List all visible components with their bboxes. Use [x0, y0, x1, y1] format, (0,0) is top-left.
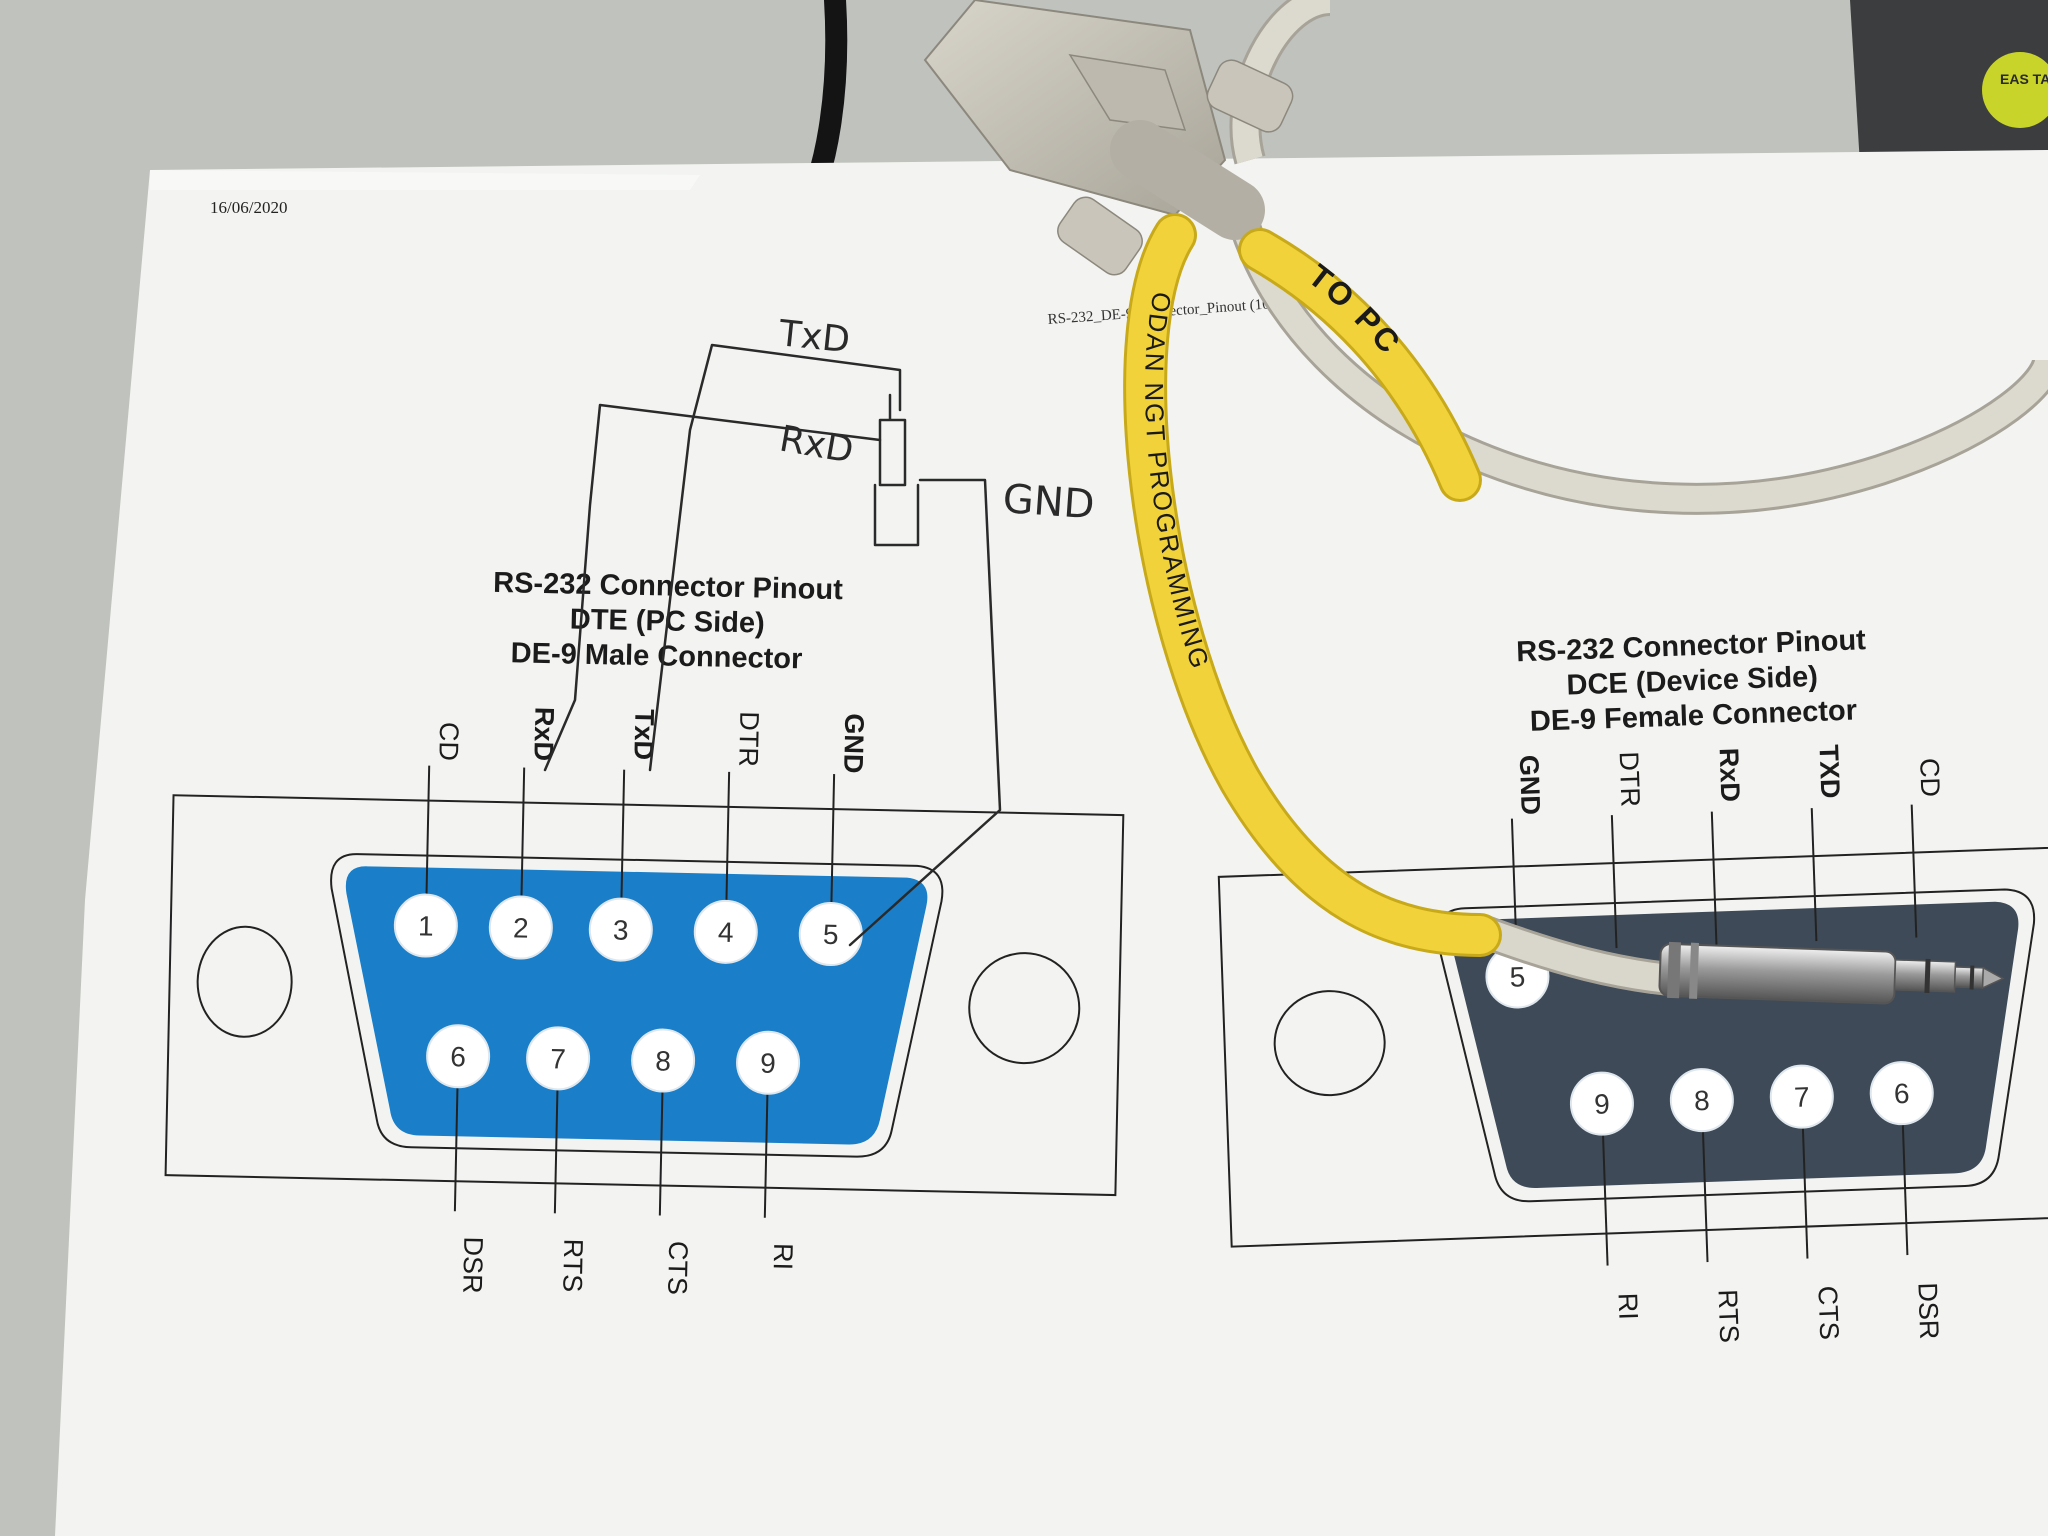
dte-pin-number: 7 [550, 1043, 566, 1074]
dce-bottom-lead [1901, 1121, 1909, 1256]
serial-cable: ODAN NGT PROGRAMMING TO PC [923, 0, 2048, 1005]
dce-bottom-lead [1801, 1124, 1809, 1259]
dte-pin-2 [488, 895, 553, 960]
dte-title-line3: DE-9 Male Connector [510, 637, 802, 675]
dte-top-lead [830, 774, 836, 910]
dte-bottom-lead [763, 1090, 769, 1218]
dce-pin-number: 7 [1794, 1081, 1811, 1113]
corner-sticker [1982, 52, 2048, 128]
sketched-jack [873, 393, 920, 547]
dte-pin-9 [736, 1030, 801, 1095]
dce-pin-number: 8 [1694, 1085, 1711, 1117]
dte-title-line1: RS-232 Connector Pinout [493, 567, 844, 606]
dte-pin-8 [631, 1028, 696, 1093]
dce-pin-6 [1869, 1061, 1934, 1126]
handwritten-txd: TxD [776, 313, 852, 361]
dce-bottom-signal-label: DSR [1912, 1282, 1944, 1340]
dte-top-lead [620, 769, 626, 905]
dte-pin-number: 1 [418, 910, 434, 941]
dte-pin-number: 5 [823, 919, 839, 950]
dce-pin-7 [1769, 1064, 1834, 1129]
device-corner [1850, 0, 2048, 165]
dte-pin-number: 9 [760, 1048, 776, 1079]
dte-top-signal-label: GND [838, 713, 869, 774]
dce-top-lead [1810, 808, 1818, 942]
dce-top-lead [1710, 811, 1718, 945]
dce-pin-number: 5 [1509, 961, 1526, 993]
dce-bottom-signal-label: RTS [1713, 1289, 1745, 1344]
dte-top-signal-label: CD [433, 722, 464, 762]
dce-top-signal-label: CD [1914, 757, 1945, 797]
dte-pin-1 [393, 893, 458, 958]
dte-pin-number: 3 [613, 914, 629, 945]
dte-top-signal-label: RxD [528, 707, 559, 762]
dte-pin-3 [588, 897, 653, 962]
dce-top-signal-label: DTR [1614, 751, 1646, 808]
dte-pin-6 [426, 1024, 491, 1089]
db9-plug [923, 0, 1294, 276]
dte-pin-4 [693, 899, 758, 964]
dce-mounting-hole-left [1273, 990, 1386, 1097]
dte-pin-number: 6 [450, 1041, 466, 1072]
dce-top-signal-label: RxD [1714, 747, 1746, 802]
handwritten-wiring [543, 343, 1002, 947]
dte-bottom-signal-label: DSR [457, 1236, 488, 1294]
handwritten-gnd: GND [1001, 476, 1096, 528]
dce-top-signal-label: TXD [1814, 744, 1846, 799]
dte-bottom-signal-label: RI [768, 1243, 799, 1271]
dte-top-lead [425, 765, 431, 901]
dce-bottom-signal-label: RI [1613, 1292, 1644, 1320]
dte-bottom-lead [553, 1086, 559, 1214]
corner-sticker-text: EAS TALK [2000, 71, 2048, 87]
yellow-sleeve-to-pc [1241, 231, 1479, 499]
txd-wire [648, 343, 902, 772]
dte-panel-outline [164, 794, 1125, 1197]
dte-pin-number: 2 [513, 912, 529, 943]
rxd-wire [543, 403, 882, 772]
dce-pin-8 [1669, 1068, 1734, 1133]
gnd-wire [848, 478, 1002, 947]
dce-pin-9 [1569, 1071, 1634, 1136]
print-date: 16/06/2020 [210, 198, 287, 217]
dte-pin-number: 8 [655, 1045, 671, 1076]
dce-pin-number: 9 [1594, 1088, 1611, 1120]
dte-connector-diagram: RS-232 Connector Pinout DTE (PC Side) DE… [164, 567, 1125, 1296]
dte-pin-7 [526, 1026, 591, 1091]
dte-pin-number: 4 [718, 917, 734, 948]
dte-top-lead [725, 771, 731, 907]
dce-bottom-lead [1601, 1131, 1609, 1266]
dce-pin-number: 6 [1893, 1078, 1910, 1110]
dce-bottom-lead [1701, 1128, 1709, 1263]
dte-top-lead [520, 767, 526, 903]
dte-bottom-signal-label: RTS [557, 1238, 588, 1292]
dte-bottom-signal-label: CTS [662, 1241, 693, 1296]
dce-top-signal-label: GND [1514, 754, 1546, 815]
dce-bottom-signal-label: CTS [1812, 1285, 1844, 1340]
dce-panel-outline [1217, 844, 2048, 1248]
dte-bottom-lead [453, 1084, 459, 1212]
audio-jack-plug [1658, 941, 2005, 1005]
dte-mounting-hole-right [968, 952, 1081, 1065]
dte-bottom-lead [658, 1088, 664, 1216]
dce-top-lead [1910, 804, 1918, 938]
dte-mounting-hole-left [196, 925, 293, 1038]
dce-top-lead [1610, 815, 1618, 949]
dte-top-signal-label: DTR [733, 711, 764, 767]
paper-sheet [55, 150, 2048, 1536]
